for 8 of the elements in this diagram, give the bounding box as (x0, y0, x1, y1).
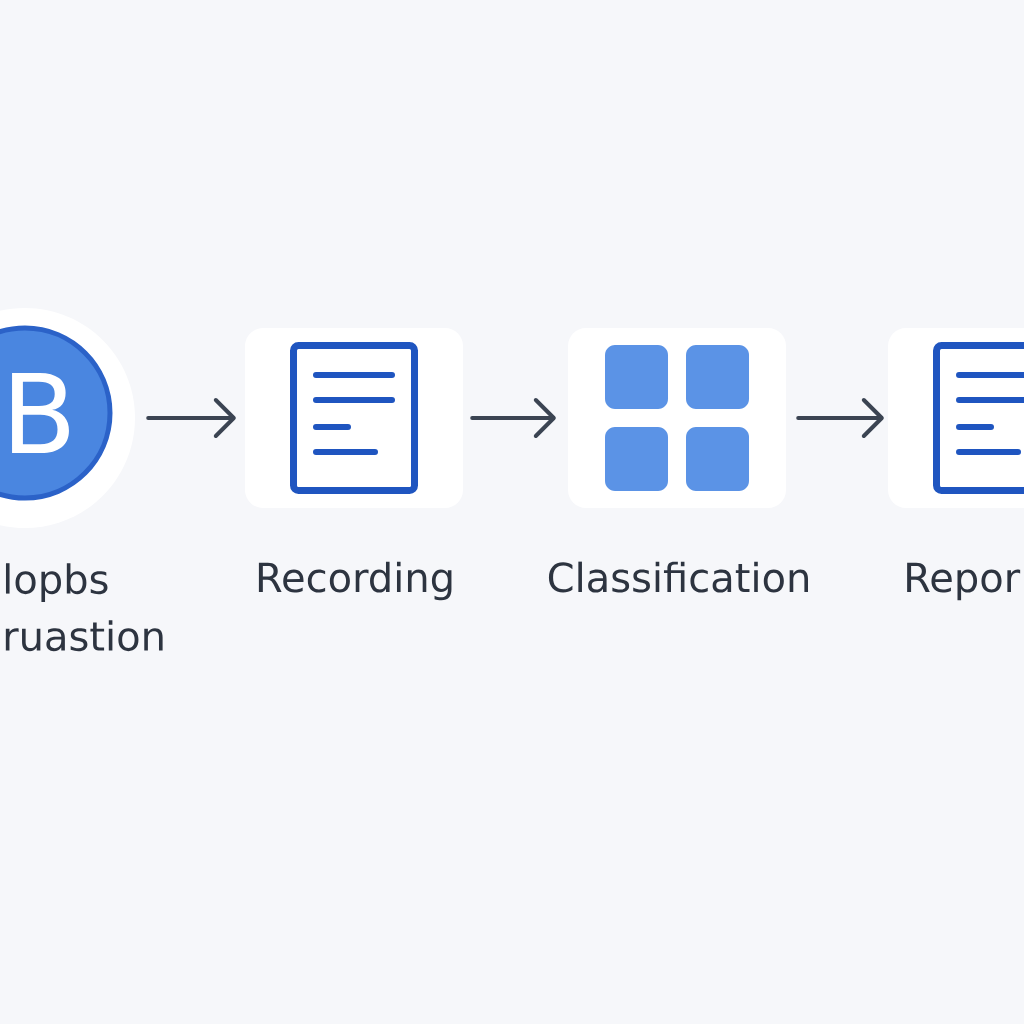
arrow (470, 398, 556, 438)
arrow (146, 398, 236, 438)
arrow (796, 398, 884, 438)
step-label: Recording (258, 561, 452, 601)
step-label: Classification (548, 561, 808, 593)
letter-badge: B (0, 325, 113, 501)
step-label: Repor (907, 562, 1021, 601)
step-label: lopbs ruastion (5, 563, 163, 652)
